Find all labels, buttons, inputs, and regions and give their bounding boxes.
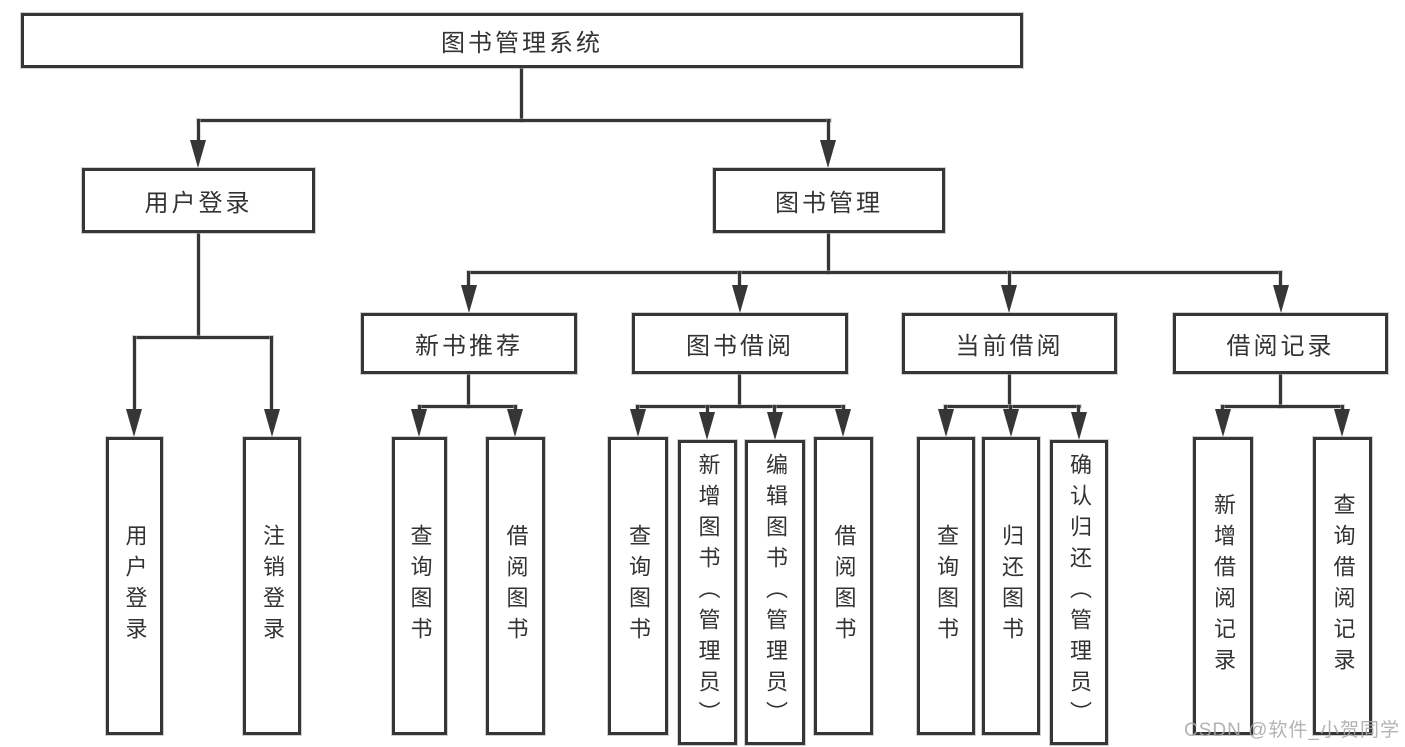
connector-line — [468, 271, 1282, 274]
csdn-watermark: CSDN @软件_小贺同学 — [1184, 720, 1400, 741]
leaf-borrow-books-recommend-label: 借阅图书 — [503, 524, 529, 648]
arrowhead-down-icon — [411, 409, 427, 437]
connector-line — [133, 336, 136, 412]
node-book-borrowing-label: 图书借阅 — [686, 333, 794, 360]
connector-line — [197, 119, 831, 122]
leaf-logout-label: 注销登录 — [260, 524, 285, 648]
node-book-borrowing: 图书借阅 — [632, 313, 848, 374]
connector-line — [636, 405, 639, 412]
node-borrowing-records-label: 借阅记录 — [1226, 333, 1335, 360]
leaf-edit-books-admin-label: 编辑图书（管理员） — [763, 453, 788, 732]
connector-line — [842, 405, 845, 412]
connector-line — [827, 119, 830, 144]
connector-line — [418, 405, 421, 412]
connector-line — [738, 271, 741, 288]
node-current-borrowing: 当前借阅 — [902, 313, 1117, 374]
node-book-management-label: 图书管理 — [775, 190, 883, 217]
leaf-return-books-label: 归还图书 — [999, 524, 1024, 648]
leaf-logout: 注销登录 — [243, 437, 301, 735]
connector-line — [1341, 405, 1344, 412]
leaf-edit-books-admin: 编辑图书（管理员） — [745, 440, 805, 745]
arrowhead-down-icon — [835, 409, 851, 437]
connector-line — [1008, 374, 1011, 408]
leaf-user-login-label: 用户登录 — [122, 524, 148, 648]
arrowhead-down-icon — [938, 409, 954, 437]
arrowhead-down-icon — [190, 140, 206, 168]
connector-line — [738, 374, 741, 408]
node-new-book-recommend: 新书推荐 — [361, 313, 577, 374]
connector-line — [1009, 405, 1012, 412]
leaf-query-books-current: 查询图书 — [917, 437, 975, 735]
connector-line — [270, 336, 273, 412]
arrowhead-down-icon — [1334, 409, 1350, 437]
leaf-borrow-books-recommend: 借阅图书 — [486, 437, 545, 735]
leaf-query-books-current-label: 查询图书 — [934, 524, 959, 648]
arrowhead-down-icon — [630, 409, 646, 437]
leaf-add-borrow-record: 新增借阅记录 — [1193, 437, 1253, 735]
connector-line — [197, 119, 200, 144]
connector-line — [520, 68, 523, 122]
leaf-add-borrow-record-label: 新增借阅记录 — [1211, 493, 1236, 679]
arrowhead-down-icon — [699, 412, 715, 440]
arrowhead-down-icon — [767, 412, 783, 440]
arrowhead-down-icon — [1215, 409, 1231, 437]
node-user-login-label: 用户登录 — [144, 190, 253, 217]
connector-line — [636, 405, 845, 408]
node-new-book-recommend-label: 新书推荐 — [415, 333, 523, 360]
leaf-query-books-recommend: 查询图书 — [392, 437, 447, 735]
leaf-borrow-books-label: 借阅图书 — [831, 524, 857, 648]
leaf-borrow-books: 借阅图书 — [814, 437, 873, 735]
arrowhead-down-icon — [1003, 409, 1019, 437]
node-root: 图书管理系统 — [21, 13, 1023, 68]
connector-line — [773, 405, 776, 414]
node-current-borrowing-label: 当前借阅 — [955, 333, 1064, 360]
connector-line — [1279, 374, 1282, 408]
connector-line — [133, 336, 273, 339]
arrowhead-down-icon — [507, 409, 523, 437]
arrowhead-down-icon — [820, 140, 836, 168]
connector-line — [827, 233, 830, 274]
connector-line — [467, 374, 470, 408]
connector-line — [706, 405, 709, 414]
connector-line — [197, 233, 200, 339]
connector-line — [944, 405, 1081, 408]
connector-line — [1008, 271, 1011, 288]
leaf-return-books: 归还图书 — [982, 437, 1040, 735]
leaf-query-borrow-record-label: 查询借阅记录 — [1330, 493, 1356, 679]
leaf-query-books-borrowing-label: 查询图书 — [626, 524, 651, 648]
connector-line — [1221, 405, 1224, 412]
connector-line — [1279, 271, 1282, 288]
arrowhead-down-icon — [461, 285, 477, 313]
connector-line — [467, 271, 470, 288]
arrowhead-down-icon — [1273, 285, 1289, 313]
leaf-confirm-return-admin-label: 确认归还（管理员） — [1067, 453, 1092, 732]
leaf-user-login: 用户登录 — [106, 437, 163, 735]
connector-line — [1077, 405, 1080, 414]
arrowhead-down-icon — [1071, 412, 1087, 440]
leaf-add-books-admin: 新增图书（管理员） — [678, 440, 737, 745]
leaf-query-books-borrowing: 查询图书 — [608, 437, 668, 735]
leaf-add-books-admin-label: 新增图书（管理员） — [695, 453, 721, 732]
connector-line — [418, 405, 517, 408]
connector-line — [514, 405, 517, 412]
node-root-label: 图书管理系统 — [441, 30, 603, 57]
leaf-query-borrow-record: 查询借阅记录 — [1313, 437, 1372, 735]
arrowhead-down-icon — [732, 285, 748, 313]
node-book-management: 图书管理 — [713, 168, 945, 233]
arrowhead-down-icon — [126, 409, 142, 437]
connector-line — [944, 405, 947, 412]
leaf-confirm-return-admin: 确认归还（管理员） — [1050, 440, 1108, 745]
node-borrowing-records: 借阅记录 — [1173, 313, 1388, 374]
connector-line — [1221, 405, 1344, 408]
leaf-query-books-recommend-label: 查询图书 — [407, 524, 433, 648]
node-user-login: 用户登录 — [82, 168, 315, 233]
arrowhead-down-icon — [264, 409, 280, 437]
arrowhead-down-icon — [1001, 285, 1017, 313]
